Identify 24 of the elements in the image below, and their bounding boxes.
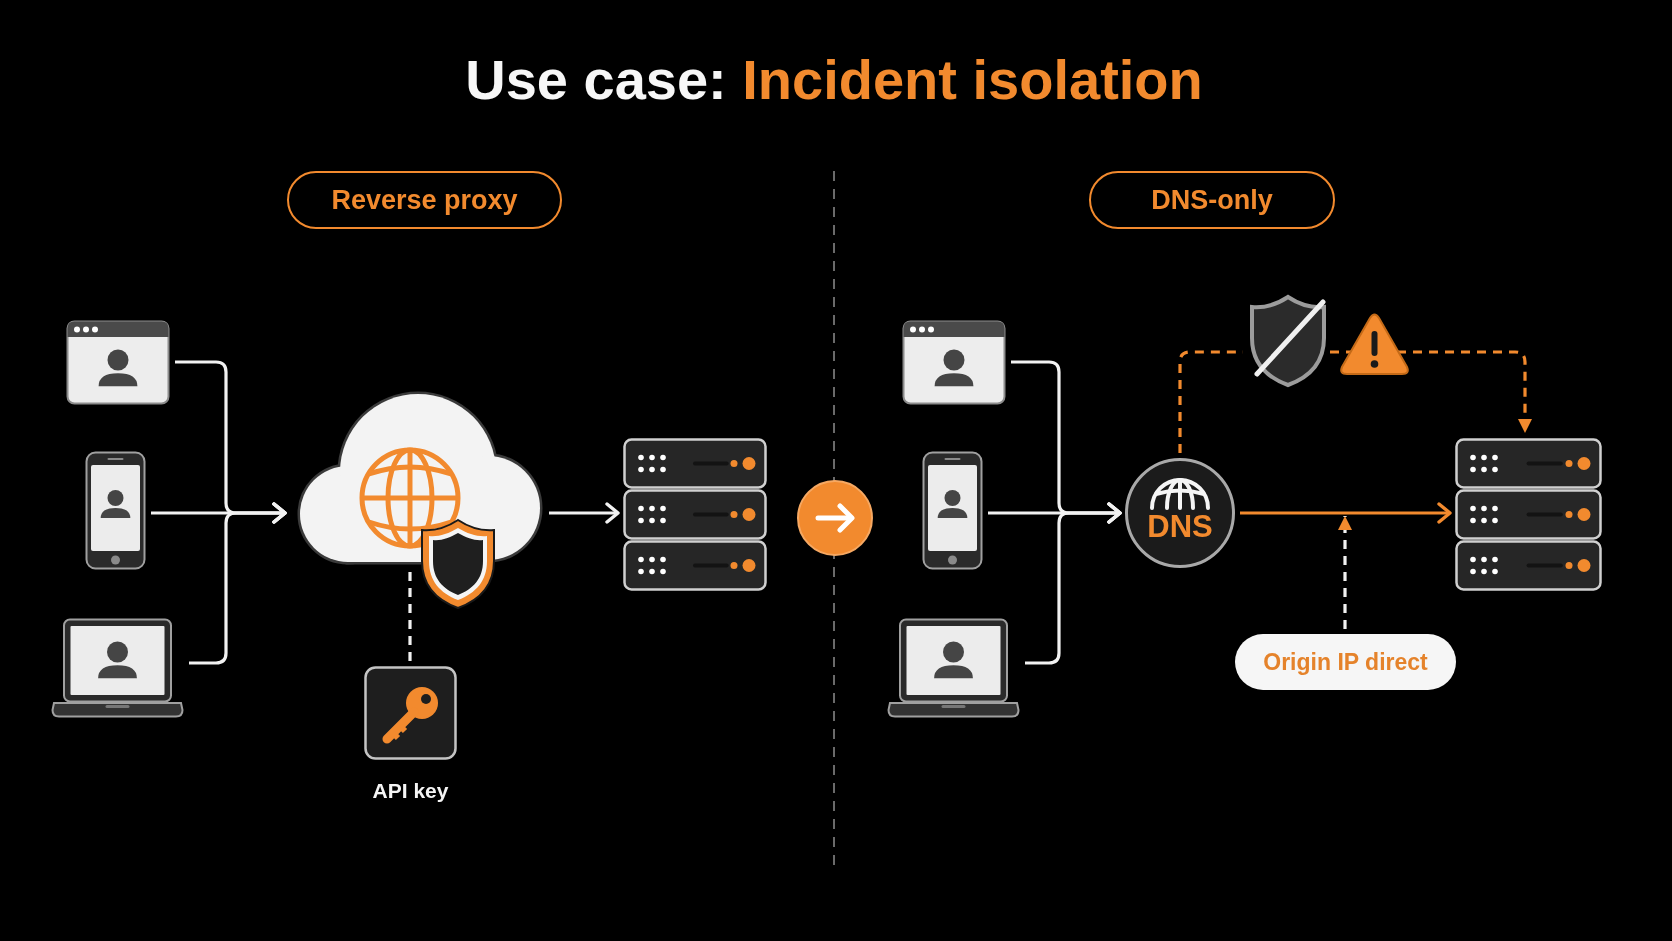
dashed-arrow [1397, 350, 1532, 433]
node-label: API key [372, 778, 449, 804]
callout-tag: Origin IP direct [1235, 634, 1456, 690]
phone-user-icon [85, 451, 146, 570]
arrow [549, 502, 620, 524]
dashed-line [1330, 350, 1351, 354]
shield-slash-icon [1248, 293, 1328, 389]
section-tag: DNS-only [1089, 171, 1335, 229]
section-tag: Reverse proxy [287, 171, 562, 229]
laptop-user-icon [51, 618, 184, 718]
dashed-line [408, 572, 412, 661]
server-stack-icon [1455, 438, 1602, 592]
node-label: DNS [1147, 509, 1213, 545]
leader-line [1338, 516, 1352, 629]
warning-icon [1339, 312, 1410, 377]
server-stack-icon [623, 438, 767, 592]
phone-user-icon [922, 451, 983, 570]
title: Use case: Incident isolation [465, 48, 1203, 112]
arrow [189, 502, 287, 665]
laptop-user-icon [887, 618, 1020, 718]
browser-user-icon [66, 320, 170, 405]
arrow [1240, 502, 1452, 524]
browser-user-icon [902, 320, 1006, 405]
arrow [1025, 502, 1122, 665]
